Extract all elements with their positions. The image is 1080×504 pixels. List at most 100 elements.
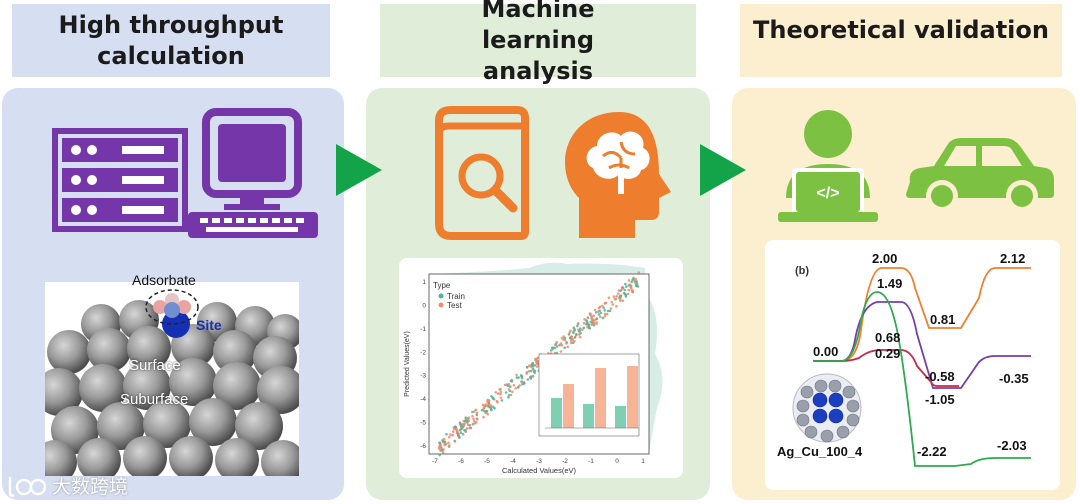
scatter-point [448, 435, 451, 439]
surface-label: Surface [129, 357, 181, 374]
scatter-point [487, 399, 491, 402]
scatter-point [482, 406, 486, 409]
scatter-point [590, 323, 593, 326]
scatter-point [467, 416, 471, 419]
scatter-point [620, 287, 624, 291]
scatter-point [563, 346, 566, 349]
energy-value: 0.81 [930, 312, 956, 327]
y-tick-label: -2 [420, 349, 426, 356]
scatter-point [445, 432, 448, 436]
plot-frame [428, 273, 650, 455]
scatter-point [588, 326, 591, 330]
scatter-point [607, 296, 611, 300]
scatter-point [604, 301, 608, 305]
energy-path-purple [813, 301, 1031, 389]
scatter-point [448, 444, 451, 447]
svg-text:</>: </> [816, 185, 839, 202]
scatter-point [605, 312, 609, 316]
scatter-point [499, 388, 502, 391]
legend-test: Test [447, 301, 462, 310]
scatter-point [598, 309, 601, 312]
scatter-point [603, 314, 607, 318]
scatter-point [601, 304, 604, 308]
energy-profile-diagram: (b) 0.00 2.00 2.12 1.49 0.81 0.68 0.29 -… [765, 240, 1060, 490]
scatter-point [517, 376, 520, 379]
scatter-point [471, 422, 475, 426]
scatter-point [533, 369, 537, 373]
y-tick-label: 1 [422, 279, 426, 286]
scatter-point [586, 316, 590, 319]
scatter-point [509, 393, 513, 397]
y-tick-label: -4 [420, 396, 426, 403]
scatter-point [499, 392, 502, 396]
developer-icon: </> [778, 110, 878, 222]
arrow-right-icon [700, 144, 746, 196]
scatter-point [560, 336, 564, 340]
scatter-point [627, 288, 631, 292]
scatter-point [449, 433, 452, 436]
energy-path-green [813, 291, 1031, 467]
scatter-point [521, 382, 524, 386]
scatter-point [625, 285, 628, 288]
scatter-point [525, 365, 529, 369]
scatter-point [551, 346, 554, 350]
energy-value: 1.49 [877, 276, 903, 291]
x-tick-label: -4 [510, 458, 516, 465]
scatter-point [617, 292, 620, 295]
scatter-point [481, 403, 485, 407]
scatter-point [458, 428, 462, 432]
scatter-point [504, 391, 508, 394]
scatter-point [505, 383, 509, 386]
scatter-point [534, 359, 538, 362]
scatter-point [493, 407, 496, 410]
scatter-point [464, 416, 467, 419]
scatter-point [441, 440, 445, 444]
scatter-point [517, 386, 520, 389]
scatter-point [624, 293, 627, 297]
scatter-point [512, 384, 516, 387]
scatter-point [473, 410, 476, 413]
legend-title: Type [433, 281, 451, 290]
scatter-point [567, 333, 571, 336]
scatter-point [623, 288, 627, 292]
scatter-point [603, 309, 606, 312]
y-tick-label: -6 [420, 443, 426, 450]
legend-marker-test [438, 302, 444, 308]
arrow-right-icon [336, 144, 382, 196]
watermark-text: 大数跨境 [52, 476, 129, 498]
scatter-point [613, 297, 617, 301]
metal-atoms [45, 300, 299, 476]
scatter-point [630, 286, 633, 290]
surface-structure-figure [45, 282, 299, 476]
scatter-point [624, 282, 627, 286]
scatter-point [593, 323, 596, 326]
energy-path-orange [813, 267, 1031, 362]
energy-value: 2.00 [872, 251, 898, 266]
scatter-point [454, 425, 457, 429]
scatter-point [451, 433, 454, 437]
scatter-point [507, 388, 511, 391]
scatter-point [518, 384, 521, 387]
scatter-point [599, 315, 602, 318]
site-label: Site [196, 317, 222, 333]
scatter-point [560, 344, 564, 347]
panel-label: (b) [795, 265, 809, 277]
scatter-point [627, 284, 631, 287]
scatter-point [608, 309, 612, 313]
scatter-point [525, 372, 528, 375]
header-theoretical-validation: Theoretical validation [740, 4, 1062, 77]
scatter-point [615, 304, 618, 308]
scatter-point [475, 417, 479, 420]
scatter-point [569, 336, 572, 340]
scatter-point [474, 408, 478, 412]
scatter-point [461, 423, 465, 427]
scatter-point [466, 418, 469, 422]
scatter-point [601, 316, 605, 320]
scatter-point [438, 445, 441, 448]
scatter-point [591, 320, 595, 323]
scatter-point [484, 403, 488, 406]
scatter-point [490, 395, 493, 398]
watermark-logo-icon [8, 476, 47, 497]
scatter-point [635, 284, 638, 288]
scatter-point [489, 404, 493, 407]
